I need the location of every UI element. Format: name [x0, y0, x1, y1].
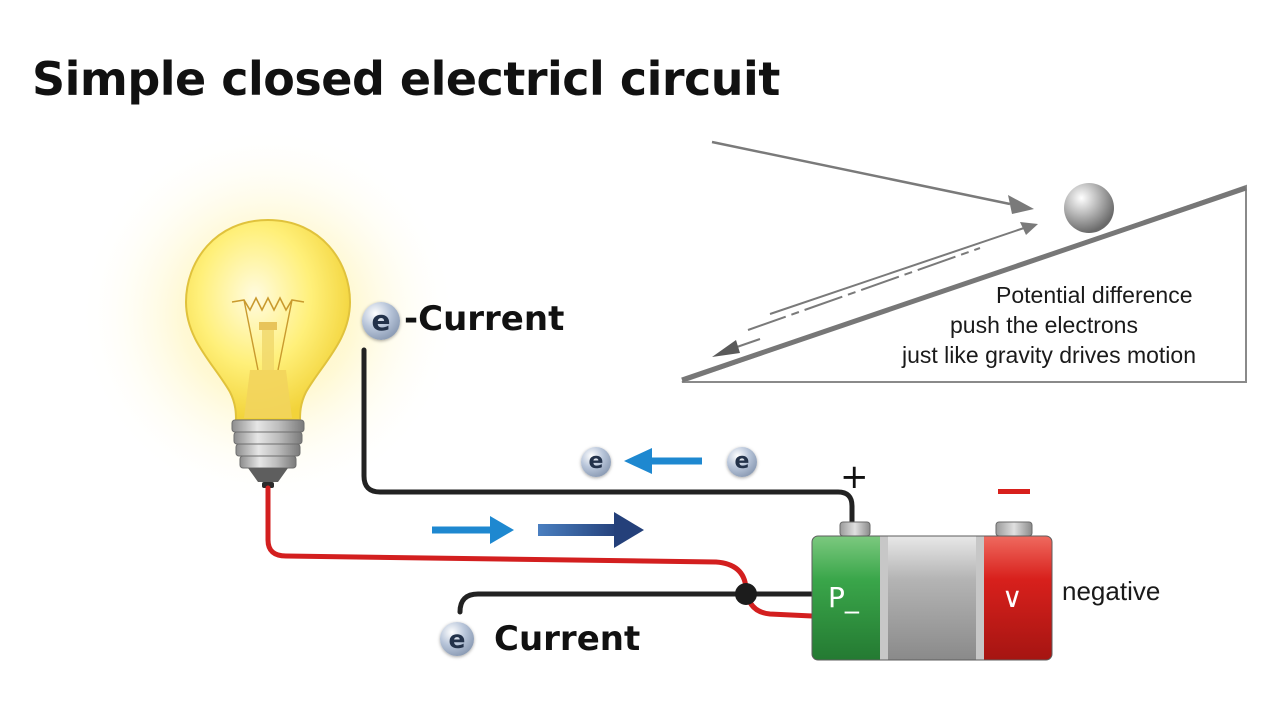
positive-terminal-sign: +	[840, 457, 869, 497]
electron-icon: e	[362, 302, 400, 340]
current-flow-arrow-navy	[538, 512, 644, 548]
black-wire-top	[361, 347, 855, 527]
battery-negative-label: ∨	[1002, 581, 1023, 614]
black-wire-bottom	[457, 591, 815, 615]
analogy-text-line3: just like gravity drives motion	[902, 342, 1196, 368]
light-bulb-icon	[184, 218, 352, 488]
wire-junction	[735, 583, 757, 605]
page-title: Simple closed electricl circuit	[32, 52, 780, 106]
electron-icon: e	[440, 622, 474, 656]
battery-icon	[811, 521, 1053, 661]
analogy-text-line2: push the electrons	[950, 312, 1138, 338]
negative-label: negative	[1062, 576, 1161, 606]
negative-terminal-sign	[998, 489, 1030, 494]
bottom-current-label: Current	[494, 619, 641, 659]
red-wire	[265, 485, 815, 619]
battery-positive-label: P_	[828, 581, 859, 614]
analogy-text-line1: Potential difference	[996, 282, 1193, 308]
gravity-slope-analogy	[681, 140, 1247, 383]
electron-flow-arrow	[624, 448, 702, 474]
electron-icon: e	[727, 447, 757, 477]
current-flow-arrow-blue	[432, 516, 514, 544]
ball-icon	[1064, 183, 1114, 233]
electron-icon: e	[581, 447, 611, 477]
top-current-label: -Current	[404, 299, 565, 339]
